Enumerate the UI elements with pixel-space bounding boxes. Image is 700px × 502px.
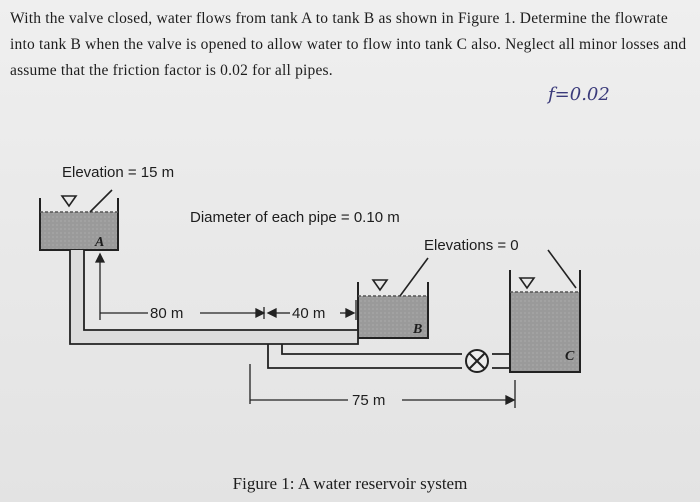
- pipe-a-b: [69, 250, 359, 345]
- figure-caption: Figure 1: A water reservoir system: [232, 474, 468, 493]
- tank-c: C: [509, 249, 581, 373]
- elevation-a-label: Elevation = 15 m: [62, 164, 174, 181]
- pipe-diameter-label: Diameter of each pipe = 0.10 m: [190, 209, 400, 226]
- pipe-branch-c: [267, 344, 510, 369]
- tank-b-label: B: [412, 322, 422, 337]
- length-75-label: 75 m: [352, 392, 385, 409]
- valve-icon[interactable]: [465, 349, 489, 373]
- length-40-label: 40 m: [292, 305, 325, 322]
- elevations-bc-label: Elevations = 0: [424, 237, 519, 254]
- water-level-a-icon: [60, 195, 78, 208]
- length-80-label: 80 m: [150, 305, 183, 322]
- tank-a-label: A: [94, 235, 104, 250]
- leader-line-a: [89, 189, 113, 213]
- dimension-lines: [94, 252, 516, 408]
- leader-line-c: [547, 249, 577, 289]
- handwritten-note: f=0.02: [548, 84, 610, 105]
- problem-statement: With the valve closed, water flows from …: [10, 6, 690, 84]
- problem-text: With the valve closed, water flows from …: [10, 10, 687, 79]
- water-level-c-icon: [518, 277, 536, 290]
- tank-a: A: [39, 189, 119, 251]
- leader-line-b: [399, 257, 429, 297]
- tank-c-label: C: [565, 349, 575, 364]
- water-level-b-icon: [371, 279, 389, 292]
- tank-b: B: [357, 257, 429, 339]
